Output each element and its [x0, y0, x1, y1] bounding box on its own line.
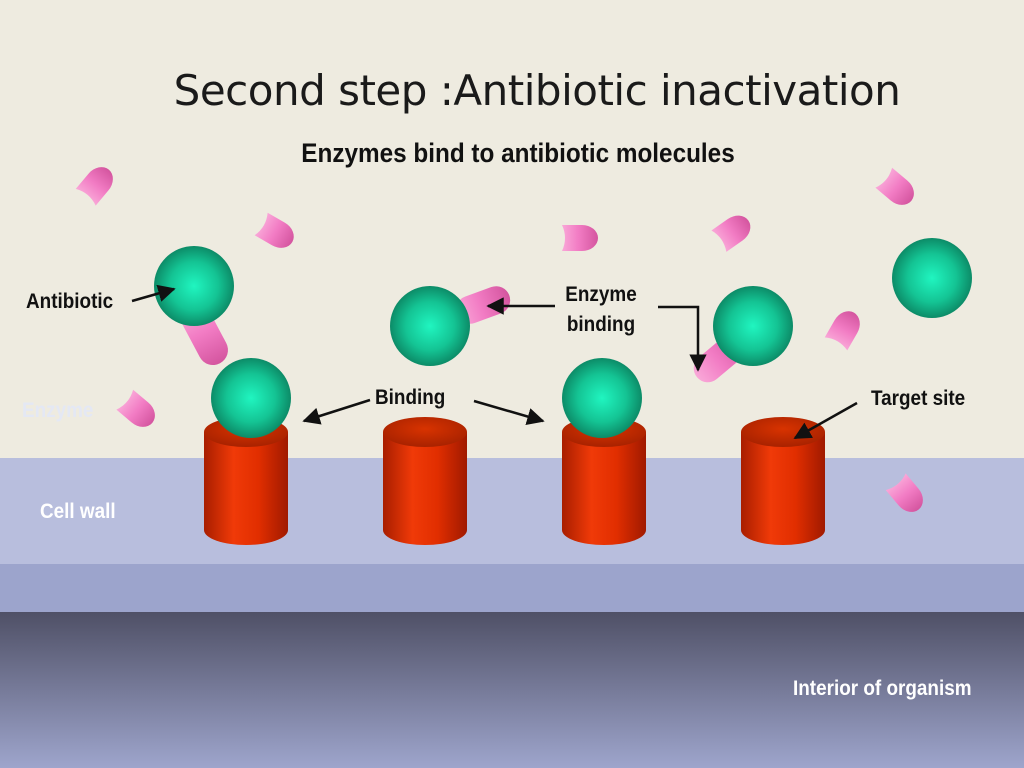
label-target-site: Target site [871, 387, 966, 410]
enzyme-sphere-icon [390, 286, 470, 366]
arrow-icon [793, 401, 858, 440]
target-site-cylinder-icon [741, 417, 825, 545]
cell-wall-lower-band [0, 564, 1024, 612]
target-site-cylinder-icon [383, 417, 467, 545]
enzyme-sphere-icon [713, 286, 793, 366]
arrow-icon [658, 305, 707, 372]
label-enzyme-binding-line1: Enzyme [565, 283, 637, 306]
arrow-icon [302, 398, 371, 425]
antibiotic-pill-icon [562, 225, 598, 251]
label-cell-wall: Cell wall [40, 500, 116, 523]
label-antibiotic: Antibiotic [26, 290, 114, 313]
label-enzyme: Enzyme [22, 399, 94, 422]
label-binding: Binding [375, 386, 446, 409]
slide-title: Second step :Antibiotic inactivation [173, 66, 901, 115]
enzyme-sphere-icon [154, 246, 234, 326]
slide-subtitle: Enzymes bind to antibiotic molecules [301, 138, 735, 168]
cell-wall-band [0, 458, 1024, 564]
background [0, 0, 1024, 458]
enzyme-sphere-icon [562, 358, 642, 438]
arrow-icon [131, 284, 176, 303]
label-enzyme-binding-line2: binding [566, 313, 636, 336]
interior-region [0, 612, 1024, 768]
label-interior: Interior of organism [793, 677, 972, 700]
arrow-icon [473, 399, 545, 426]
enzyme-sphere-icon [892, 238, 972, 318]
enzyme-sphere-icon [211, 358, 291, 438]
